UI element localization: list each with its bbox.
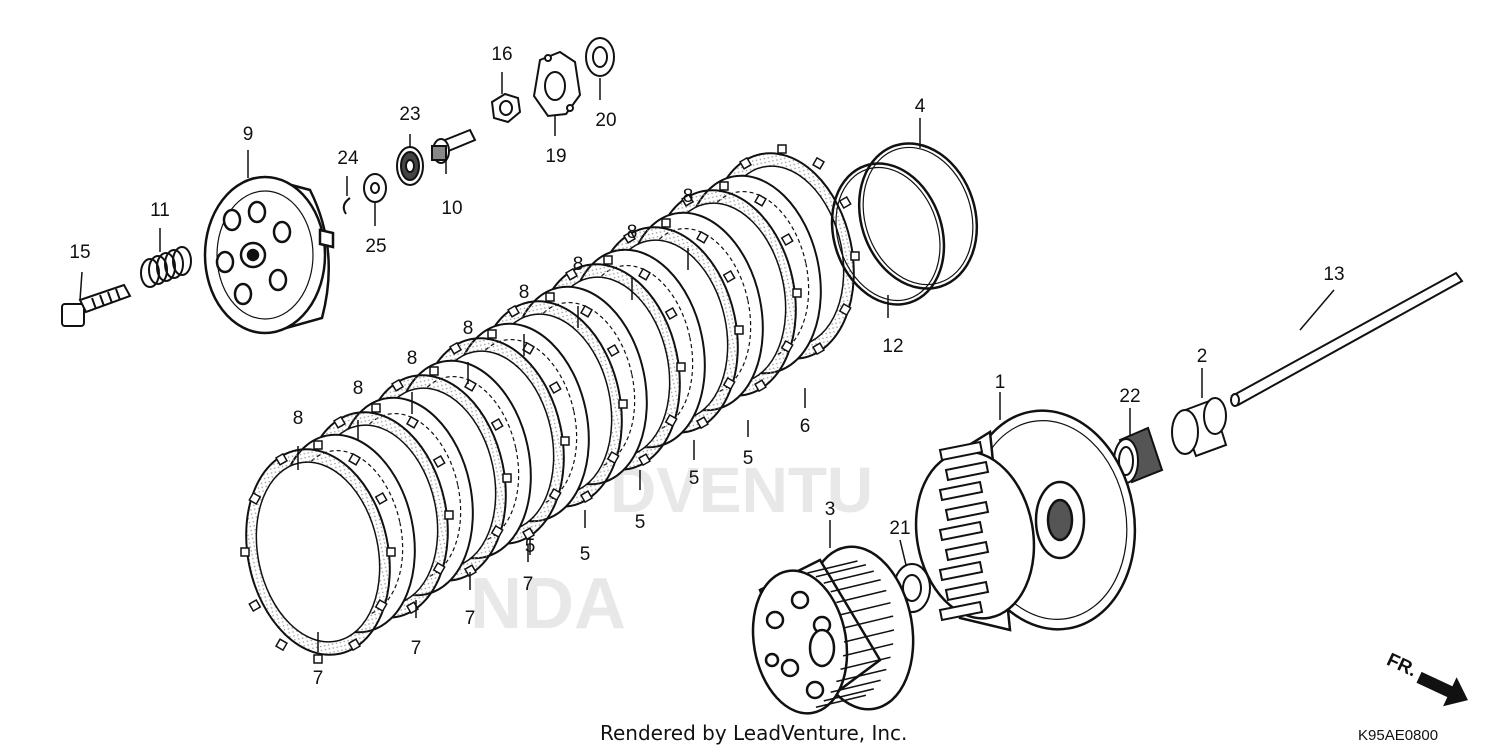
center-clutch-spline: [830, 679, 881, 693]
callout-c8b: 8: [353, 378, 364, 399]
outer-clutch-fin: [944, 460, 990, 482]
callout-c11: 11: [150, 200, 170, 221]
outer-clutch-fin: [938, 560, 984, 582]
outer-clutch-part-1[interactable]: [903, 397, 1152, 643]
fr-label: FR.: [1383, 649, 1420, 681]
center-clutch-spline: [840, 656, 891, 670]
callout-c21: 21: [889, 518, 910, 539]
center-clutch-spline: [836, 668, 887, 683]
center-clutch-spline: [842, 643, 894, 657]
callout-c8e: 8: [519, 282, 530, 303]
callout-c10: 10: [441, 198, 462, 219]
center-clutch-spline: [823, 688, 874, 702]
callout-c8d: 8: [463, 318, 474, 339]
outer-clutch-fin: [938, 600, 984, 622]
callout-c8g: 8: [627, 222, 638, 243]
callout-c9: 9: [243, 124, 254, 145]
washer-part-20[interactable]: [585, 37, 615, 77]
callout-c16: 16: [491, 44, 512, 65]
callout-c8a: 8: [293, 408, 304, 429]
callout-labels: 1234555556777788888888910111213151619202…: [69, 44, 1344, 689]
callout-c5b: 5: [689, 468, 700, 489]
lifter-plate-part-19[interactable]: [532, 50, 582, 118]
center-clutch-splines: [807, 560, 895, 708]
pushrod-part-13[interactable]: [1230, 271, 1464, 407]
callout-c5d: 5: [580, 544, 591, 565]
leader-line: [899, 539, 907, 566]
fr-arrow-icon: [1416, 671, 1468, 707]
callout-c1: 1: [995, 372, 1006, 393]
callout-c7d: 7: [523, 574, 534, 595]
callout-c23: 23: [399, 104, 420, 125]
front-direction-indicator: FR.: [1383, 649, 1468, 707]
watermark-line1: DVENTU: [610, 454, 873, 526]
outer-clutch-fins: [938, 440, 990, 622]
leader-line: [79, 271, 83, 301]
callout-c7a: 7: [313, 668, 324, 689]
callout-c24: 24: [337, 148, 359, 169]
center-clutch-spline: [840, 602, 891, 616]
outer-clutch-fin: [938, 520, 984, 542]
center-clutch-spline: [836, 589, 887, 604]
footer-credit: Rendered by LeadVenture, Inc.: [600, 721, 907, 745]
callout-c25: 25: [365, 236, 386, 257]
callout-c2: 2: [1197, 346, 1208, 367]
ring-part-12[interactable]: [814, 149, 961, 319]
callout-c5e: 5: [525, 536, 536, 557]
outer-clutch-fin: [944, 500, 990, 522]
leader-line: [1299, 289, 1335, 331]
lifter-piece-part-10[interactable]: [431, 128, 477, 164]
center-clutch-spline: [830, 579, 881, 593]
callout-c22: 22: [1119, 386, 1140, 407]
callout-c15: 15: [69, 242, 90, 263]
outer-clutch-fin: [938, 480, 984, 502]
spring-part-11[interactable]: [140, 246, 192, 288]
center-clutch-spline: [807, 560, 858, 574]
outer-clutch-fin: [938, 440, 984, 462]
callout-c8c: 8: [407, 348, 418, 369]
callout-c12: 12: [882, 336, 903, 357]
center-clutch-spline: [823, 570, 874, 584]
callout-c6: 6: [800, 416, 811, 437]
center-clutch-spline: [815, 564, 867, 578]
watermark-line2: NDA: [470, 564, 626, 644]
callout-c8h: 8: [683, 186, 694, 207]
callout-c7b: 7: [411, 638, 422, 659]
friction-disc[interactable]: [228, 436, 408, 669]
pressure-plate-part-9[interactable]: [203, 175, 335, 335]
outer-clutch-fin: [944, 580, 990, 602]
nut-part-16[interactable]: [490, 92, 522, 124]
callout-c7c: 7: [465, 608, 476, 629]
washer-part-25[interactable]: [363, 173, 387, 203]
guide-part-2[interactable]: [1171, 397, 1228, 458]
callout-c5a: 5: [743, 448, 754, 469]
center-clutch-part-3[interactable]: [742, 538, 925, 721]
callout-c20: 20: [595, 110, 616, 131]
bearing-part-23[interactable]: [396, 146, 424, 186]
callout-c19: 19: [545, 146, 566, 167]
circlip-part-24[interactable]: [342, 197, 351, 215]
callout-c4: 4: [915, 96, 926, 117]
callout-c5c: 5: [635, 512, 646, 533]
watermark: DVENTU NDA: [470, 454, 873, 644]
diagram-code: K95AE0800: [1358, 727, 1438, 744]
outer-clutch-fin: [944, 540, 990, 562]
callout-c3: 3: [825, 499, 836, 520]
center-clutch-spline: [843, 629, 895, 643]
center-clutch-spline: [842, 615, 894, 629]
bolt-part-15[interactable]: [61, 283, 132, 327]
callout-c13: 13: [1323, 264, 1344, 285]
callout-leaders: [79, 72, 1335, 652]
ring-part-4[interactable]: [841, 128, 995, 304]
center-clutch-spline: [815, 694, 867, 708]
clutch-disc-stack: [228, 144, 860, 669]
callout-c8f: 8: [573, 254, 584, 275]
